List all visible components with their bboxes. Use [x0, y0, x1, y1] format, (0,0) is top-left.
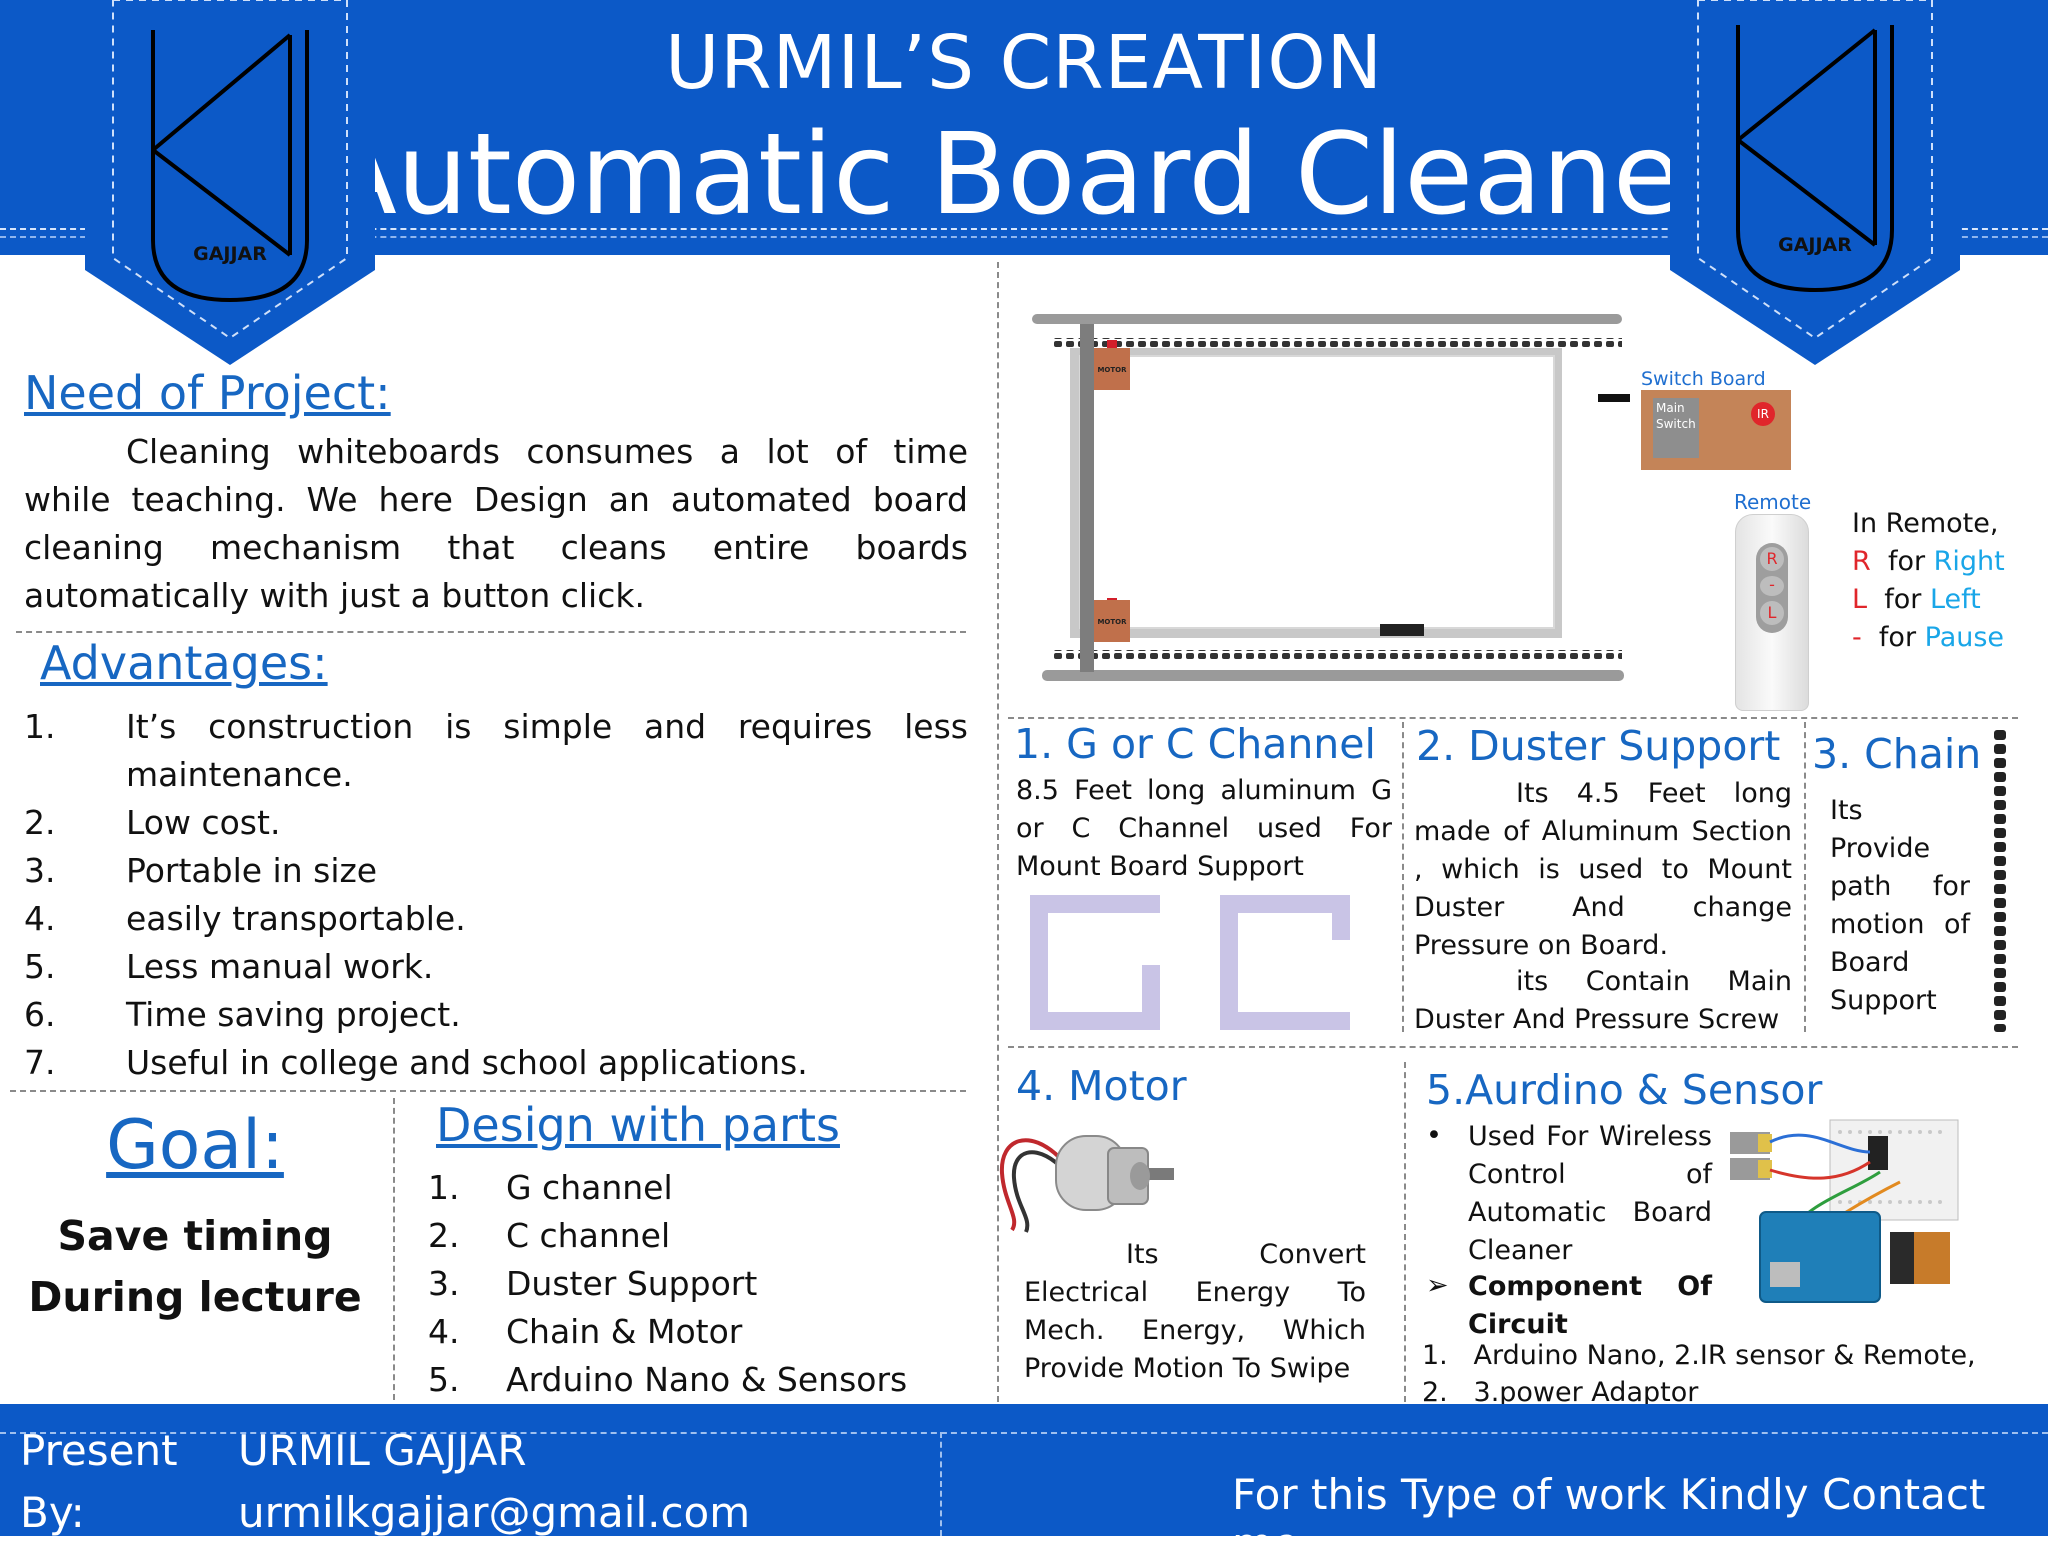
component-item-1: 1. Arduino Nano, 2.IR sensor & Remote, — [1422, 1340, 1976, 1371]
duster-text-1: Its 4.5 Feet long made of Aluminum Secti… — [1414, 778, 1792, 961]
contact-text: For this Type of work Kindly Contact me — [1232, 1470, 1986, 1568]
motor-heading: 4. Motor — [1016, 1062, 1187, 1110]
remote-button-right: R — [1760, 547, 1784, 571]
duster-text-2: its Contain Main Duster And Pressure Scr… — [1414, 966, 1792, 1035]
chain-heading: 3. Chain — [1812, 730, 1982, 778]
goal-line-2: During lecture — [28, 1273, 362, 1321]
bullet-icon: • — [1426, 1120, 1442, 1151]
goal-heading: Goal: — [106, 1106, 284, 1185]
remote-legend-left: L for Left — [1852, 584, 1981, 615]
remote-legend-right: R for Right — [1852, 546, 2005, 577]
advantages-list: 1.It’s construction is simple and requir… — [24, 703, 968, 1087]
chain-illustration — [1991, 730, 2009, 1032]
logo-text-right: GAJJAR — [1778, 234, 1852, 256]
remote-legend-pause: - for Pause — [1852, 622, 2005, 653]
list-item: 4.Chain & Motor — [428, 1312, 743, 1351]
arduino-bullet-text: Used For Wireless Control of Automatic B… — [1468, 1121, 1712, 1266]
divider-goal — [393, 1098, 395, 1400]
footer-divider — [940, 1432, 942, 1536]
list-item: 5.Arduino Nano & Sensors — [428, 1360, 908, 1399]
logo-ribbon-right: GAJJAR — [1670, 0, 1960, 365]
list-item: 7.Useful in college and school applicati… — [24, 1043, 808, 1082]
motor-label-top: MOTOR — [1097, 366, 1127, 374]
logo-ribbon-left: GAJJAR — [85, 0, 375, 365]
channel-profile-illustration — [1030, 895, 1380, 1030]
need-heading: Need of Project: — [24, 366, 391, 420]
switch-board-label: Switch Board — [1641, 368, 1766, 390]
goal-line-1: Save timing — [57, 1212, 333, 1260]
list-item: 2.C channel — [428, 1216, 671, 1255]
need-text: Cleaning whiteboards consumes a lot of t… — [24, 432, 968, 615]
divider-duster — [1804, 722, 1806, 1032]
list-item: 3.Duster Support — [428, 1264, 758, 1303]
divider-motor — [1404, 1062, 1406, 1402]
list-item: 1.It’s construction is simple and requir… — [24, 707, 968, 794]
component-heading: Component Of Circuit — [1468, 1271, 1712, 1340]
design-list: 1.G channel 2.C channel 3.Duster Support… — [428, 1164, 968, 1404]
chain-text: Its Provide path for motion of Board Sup… — [1830, 795, 1970, 1016]
motor-label-bottom: MOTOR — [1097, 618, 1127, 626]
footer-banner — [0, 1404, 2048, 1536]
divider-parts — [1008, 1046, 2018, 1048]
advantages-heading: Advantages: — [40, 636, 328, 690]
arrow-bullet-icon: ➢ — [1426, 1270, 1449, 1301]
arduino-heading: 5.Aurdino & Sensor — [1426, 1066, 1823, 1114]
list-item: 3.Portable in size — [24, 851, 378, 890]
divider-channel — [1402, 722, 1404, 1032]
header-stitch-2 — [0, 236, 2048, 238]
present-label: Present — [20, 1426, 178, 1475]
presenter-email[interactable]: urmilkgajjar@gmail.com — [238, 1488, 751, 1537]
divider-diagram — [1008, 717, 2018, 719]
list-item: 1.G channel — [428, 1168, 673, 1207]
footer-stitch — [0, 1432, 2048, 1434]
divider-center — [997, 262, 999, 1402]
by-label: By: — [20, 1488, 85, 1537]
divider-need — [16, 631, 966, 633]
remote-legend-title: In Remote, — [1852, 508, 1999, 539]
logo-text-left: GAJJAR — [193, 243, 267, 265]
channel-text: 8.5 Feet long aluminum G or C Channel us… — [1016, 775, 1392, 882]
motor-text: Its Convert Electrical Energy To Mech. E… — [1024, 1239, 1366, 1384]
page-title: Automatic Board Cleaner — [320, 110, 1728, 240]
divider-advantages — [10, 1090, 966, 1092]
main-switch: Main Switch — [1653, 398, 1699, 458]
remote-button-left: L — [1760, 601, 1784, 625]
ir-sensor: IR — [1751, 402, 1775, 426]
duster-heading: 2. Duster Support — [1416, 722, 1781, 770]
channel-heading: 1. G or C Channel — [1014, 720, 1376, 768]
design-heading: Design with parts — [436, 1098, 840, 1152]
board-diagram: MOTOR MOTOR — [1030, 300, 1640, 700]
header-stitch — [0, 228, 2048, 230]
list-item: 4.easily transportable. — [24, 899, 466, 938]
switch-board: Main Switch IR — [1641, 390, 1791, 470]
presenter-name: URMIL GAJJAR — [238, 1426, 527, 1475]
remote-device: R - L — [1735, 514, 1809, 711]
motor-illustration — [990, 1118, 1210, 1236]
creator-title: URMIL’S CREATION — [665, 20, 1383, 106]
remote-label: Remote — [1734, 490, 1812, 514]
list-item: 2.Low cost. — [24, 803, 281, 842]
circuit-illustration — [1730, 1112, 1960, 1332]
list-item: 6.Time saving project. — [24, 995, 461, 1034]
component-item-2: 2. 3.power Adaptor — [1422, 1377, 1699, 1408]
remote-button-pause: - — [1760, 576, 1784, 596]
list-item: 5.Less manual work. — [24, 947, 434, 986]
